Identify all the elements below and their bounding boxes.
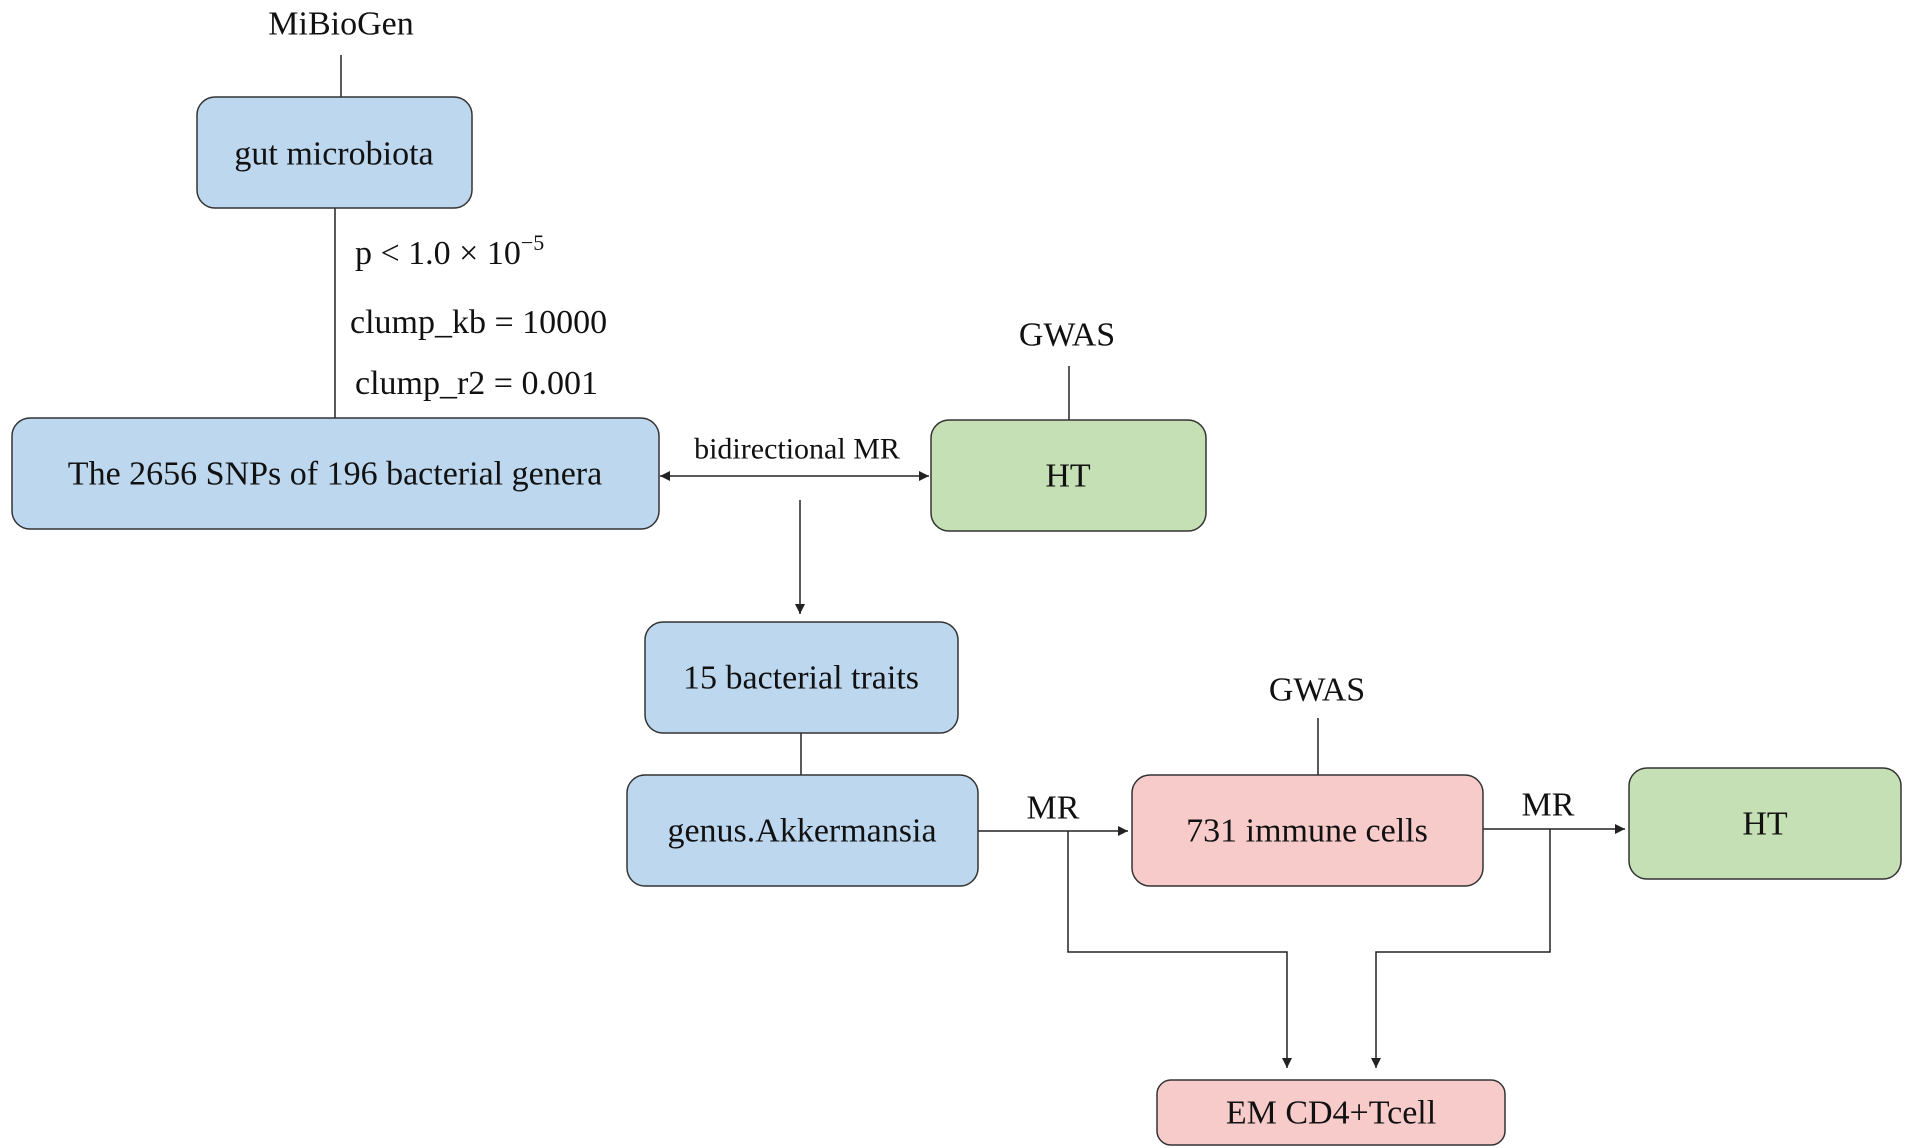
node-immune-cells: 731 immune cells xyxy=(1131,774,1484,887)
label-mr-right: MR xyxy=(1522,787,1575,824)
node-ht-top: HT xyxy=(930,419,1207,532)
criterion-p-value: p < 1.0 × 10−5 xyxy=(355,230,544,272)
source-mibiogen: MiBioGen xyxy=(268,6,413,43)
node-label: EM CD4+Tcell xyxy=(1226,1095,1436,1132)
node-bacterial-traits: 15 bacterial traits xyxy=(644,621,959,734)
node-label: 731 immune cells xyxy=(1186,813,1428,850)
node-gut-microbiota: gut microbiota xyxy=(196,96,473,209)
node-em-cd4: EM CD4+Tcell xyxy=(1156,1079,1506,1146)
exponent: −5 xyxy=(521,230,544,255)
node-akkermansia: genus.Akkermansia xyxy=(626,774,979,887)
node-label: gut microbiota xyxy=(234,136,433,173)
node-label: 15 bacterial traits xyxy=(683,660,919,697)
node-label: HT xyxy=(1045,458,1091,495)
label-bidirectional-mr: bidirectional MR xyxy=(694,433,900,466)
source-gwas-ht: GWAS xyxy=(1019,317,1115,354)
node-snps: The 2656 SNPs of 196 bacterial genera xyxy=(11,417,660,530)
node-label: The 2656 SNPs of 196 bacterial genera xyxy=(68,456,602,493)
arrow-mr-left-to-em xyxy=(1067,831,1292,1068)
node-label: HT xyxy=(1742,806,1788,843)
label-mr-left: MR xyxy=(1027,790,1080,827)
source-gwas-immune: GWAS xyxy=(1269,672,1365,709)
criterion-clump-r2: clump_r2 = 0.001 xyxy=(355,365,598,402)
arrow-mr-right-to-em xyxy=(1371,829,1551,1068)
node-ht-right: HT xyxy=(1628,767,1902,880)
criterion-clump-kb: clump_kb = 10000 xyxy=(350,304,607,341)
node-label: genus.Akkermansia xyxy=(667,813,936,850)
